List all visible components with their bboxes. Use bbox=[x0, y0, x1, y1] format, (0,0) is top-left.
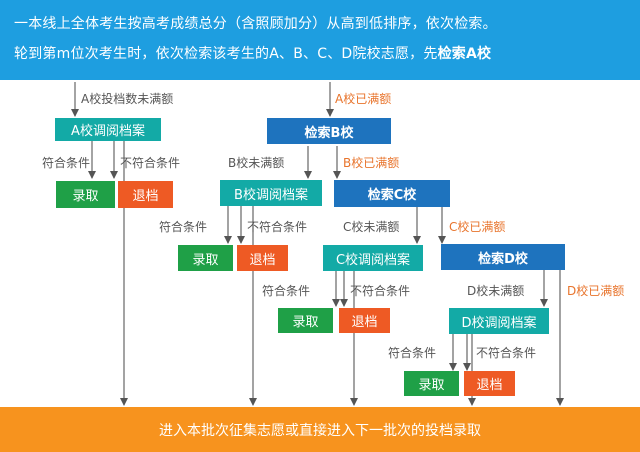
d-not-full-label: D校未满额 bbox=[467, 284, 525, 298]
d-review-box: D校调阅档案 bbox=[449, 308, 549, 334]
c-not-full-label: C校未满额 bbox=[343, 220, 400, 234]
header-line-2-bold: 检索A校 bbox=[437, 46, 492, 62]
a-review-box: A校调阅档案 bbox=[55, 118, 161, 141]
c-admit-box: 录取 bbox=[278, 308, 333, 333]
a-not-meets-label: 不符合条件 bbox=[120, 156, 181, 170]
d-reject-box: 退档 bbox=[464, 371, 515, 396]
c-not-meets-label: 不符合条件 bbox=[350, 284, 411, 298]
b-full-label: B校已满额 bbox=[343, 156, 400, 170]
c-meets-label: 符合条件 bbox=[262, 284, 311, 298]
b-not-meets-label: 不符合条件 bbox=[247, 220, 308, 234]
c-review-box: C校调阅档案 bbox=[323, 245, 423, 271]
d-search-box: 检索D校 bbox=[441, 244, 565, 270]
c-full-label: C校已满额 bbox=[449, 220, 506, 234]
d-not-meets-label: 不符合条件 bbox=[476, 346, 537, 360]
d-full-label: D校已满额 bbox=[567, 284, 625, 298]
a-not-full-label: A校投档数未满额 bbox=[81, 92, 174, 106]
a-full-label: A校已满额 bbox=[335, 92, 392, 106]
footer-bar bbox=[0, 407, 640, 452]
c-search-box: 检索C校 bbox=[334, 180, 450, 207]
c-reject-box: 退档 bbox=[339, 308, 390, 333]
b-search-box: 检索B校 bbox=[267, 118, 391, 144]
header-line-2-text: 轮到第m位次考生时，依次检索该考生的A、B、C、D院校志愿，先 bbox=[14, 46, 438, 62]
header-line-1: 一本线上全体考生按高考成绩总分（含照顾加分）从高到低排序，依次检索。 bbox=[14, 16, 497, 32]
d-meets-label: 符合条件 bbox=[388, 346, 437, 360]
b-meets-label: 符合条件 bbox=[159, 220, 208, 234]
footer-text: 进入本批次征集志愿或直接进入下一批次的投档录取 bbox=[159, 423, 481, 439]
a-meets-label: 符合条件 bbox=[42, 156, 91, 170]
header-box bbox=[0, 0, 640, 80]
b-reject-box: 退档 bbox=[237, 245, 288, 271]
d-admit-box: 录取 bbox=[404, 371, 459, 396]
b-admit-box: 录取 bbox=[178, 245, 233, 271]
a-admit-box: 录取 bbox=[56, 181, 115, 208]
b-not-full-label: B校未满额 bbox=[228, 156, 285, 170]
a-reject-box: 退档 bbox=[118, 181, 173, 208]
b-review-box: B校调阅档案 bbox=[220, 180, 322, 206]
header-line-2: 轮到第m位次考生时，依次检索该考生的A、B、C、D院校志愿，先检索A校 bbox=[14, 43, 491, 63]
